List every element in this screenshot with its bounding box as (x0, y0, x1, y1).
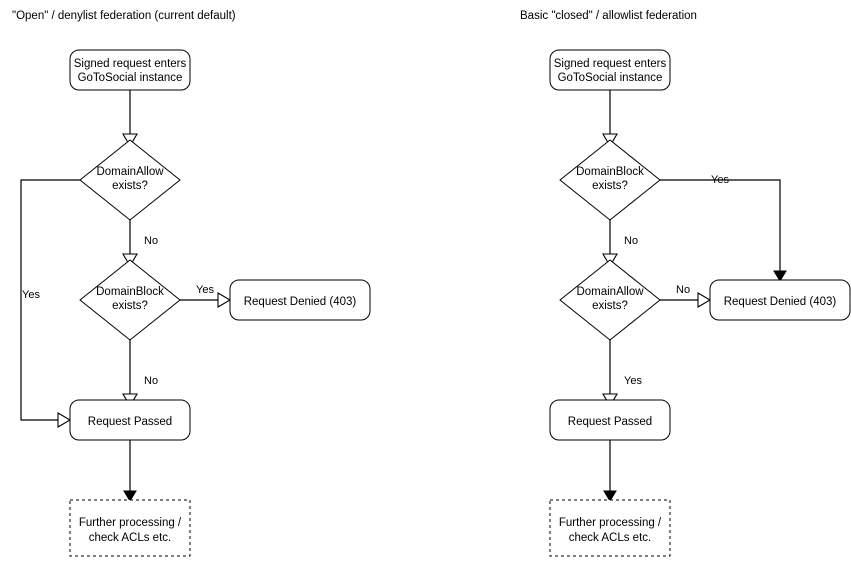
arrowhead-open-icon (57, 412, 72, 428)
right-node-request-passed[interactable]: Request Passed (549, 399, 671, 441)
right-passed-label: Request Passed (568, 416, 652, 428)
left-edge-start-to-domainallow (122, 90, 138, 148)
panel-closed-allowlist: Basic "closed" / allowlist federation Si… (520, 10, 851, 557)
right-panel-title: Basic "closed" / allowlist federation (520, 10, 697, 22)
right-further-line2: check ACLs etc. (569, 532, 651, 544)
right-domainallow-line1: DomainAllow (576, 286, 644, 298)
right-start-line2: GoToSocial instance (558, 72, 663, 84)
left-label-block-no: No (144, 375, 158, 387)
left-label-block-yes: Yes (196, 284, 214, 296)
right-domainblock-line2: exists? (592, 180, 628, 192)
left-edge-passed-to-further (123, 440, 137, 502)
right-edge-start-to-domainblock (602, 90, 618, 148)
right-further-line1: Further processing / (559, 517, 662, 529)
right-start-shape (549, 49, 671, 91)
right-label-block-no: No (624, 235, 638, 247)
left-label-allow-yes: Yes (22, 289, 40, 301)
left-domainallow-line2: exists? (112, 180, 148, 192)
left-further-shape (69, 499, 191, 557)
left-further-line2: check ACLs etc. (89, 532, 171, 544)
panel-open-denylist: "Open" / denylist federation (current de… (12, 10, 371, 557)
right-node-domainallow[interactable]: DomainAllow exists? (559, 259, 661, 341)
arrowhead-open-icon (217, 292, 232, 308)
arrowhead-filled-icon (603, 490, 617, 502)
left-node-domainblock[interactable]: DomainBlock exists? (79, 259, 181, 341)
left-start-line1: Signed request enters (74, 58, 187, 70)
left-domainallow-line1: DomainAllow (96, 166, 164, 178)
left-passed-label: Request Passed (88, 416, 172, 428)
left-denied-label: Request Denied (403) (244, 296, 357, 308)
right-start-line1: Signed request enters (554, 58, 667, 70)
right-node-domainblock[interactable]: DomainBlock exists? (559, 139, 661, 221)
right-edge-block-yes-to-denied: Yes (660, 174, 787, 282)
right-further-shape (549, 499, 671, 557)
left-panel-title: "Open" / denylist federation (current de… (12, 10, 236, 22)
left-node-start[interactable]: Signed request enters GoToSocial instanc… (69, 49, 191, 91)
right-label-allow-yes: Yes (624, 375, 642, 387)
left-node-request-passed[interactable]: Request Passed (69, 399, 191, 441)
left-edge-block-no-to-passed: No (122, 340, 158, 408)
left-further-line1: Further processing / (79, 517, 182, 529)
right-node-start[interactable]: Signed request enters GoToSocial instanc… (549, 49, 671, 91)
left-denied-shape (229, 279, 371, 321)
right-label-block-yes: Yes (711, 174, 729, 186)
left-node-request-denied[interactable]: Request Denied (403) (229, 279, 371, 321)
left-node-further-processing[interactable]: Further processing / check ACLs etc. (69, 499, 191, 557)
left-start-shape (69, 49, 191, 91)
arrowhead-open-icon (697, 292, 712, 308)
right-label-allow-no: No (676, 284, 690, 296)
left-node-domainallow[interactable]: DomainAllow exists? (79, 139, 181, 221)
left-edge-block-yes-to-denied: Yes (180, 284, 232, 308)
left-start-line2: GoToSocial instance (78, 72, 183, 84)
right-edge-passed-to-further (603, 440, 617, 502)
right-domainallow-line2: exists? (592, 300, 628, 312)
right-denied-shape (709, 279, 851, 321)
left-domainblock-line2: exists? (112, 300, 148, 312)
right-edge-block-no-to-allow: No (602, 220, 638, 268)
left-edge-allow-no-to-block: No (122, 220, 158, 268)
left-domainblock-line1: DomainBlock (96, 286, 164, 298)
left-edge-allow-yes-to-passed: Yes (20, 179, 80, 428)
right-node-request-denied[interactable]: Request Denied (403) (709, 279, 851, 321)
right-node-further-processing[interactable]: Further processing / check ACLs etc. (549, 499, 671, 557)
right-edge-allow-yes-to-passed: Yes (602, 340, 642, 408)
arrowhead-filled-icon (123, 490, 137, 502)
arrowhead-filled-icon (773, 270, 787, 282)
right-denied-label: Request Denied (403) (724, 296, 837, 308)
right-edge-allow-no-to-denied: No (660, 284, 712, 308)
left-label-allow-no: No (144, 235, 158, 247)
right-domainblock-line1: DomainBlock (576, 166, 644, 178)
